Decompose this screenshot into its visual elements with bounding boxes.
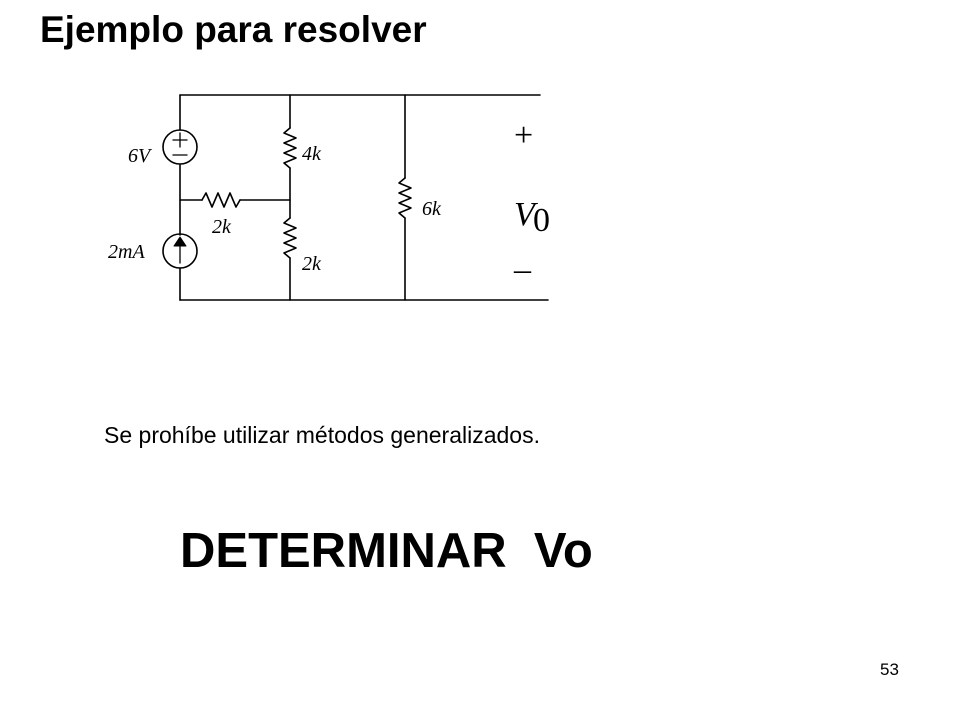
slide-number: 53	[880, 660, 899, 679]
output-voltage-subscript: 0	[533, 202, 550, 239]
current-source-label: 2mA	[108, 241, 145, 263]
task-heading: DETERMINAR Vo	[180, 524, 593, 578]
voltage-source-icon	[162, 129, 198, 165]
output-plus-sign: +	[514, 117, 533, 154]
resistor-2k-vertical-label: 2k	[302, 253, 322, 275]
current-source-icon	[162, 233, 198, 269]
circuit-wires	[179, 94, 549, 301]
resistor-icon	[283, 217, 297, 259]
voltage-source-label: 6V	[128, 145, 153, 167]
circuit-diagram: 6V 2mA 4k 2k 2k 6k + V 0 –	[108, 94, 550, 301]
resistor-icon	[201, 192, 241, 208]
output-minus-sign: –	[513, 251, 532, 288]
resistor-6k-label: 6k	[422, 198, 442, 220]
resistor-4k-label: 4k	[302, 143, 322, 165]
resistor-icon	[398, 177, 412, 219]
slide-title: Ejemplo para resolver	[40, 9, 427, 50]
resistor-2k-horizontal-label: 2k	[212, 216, 232, 238]
resistor-icon	[283, 127, 297, 169]
instruction-note: Se prohíbe utilizar métodos generalizado…	[104, 422, 540, 448]
